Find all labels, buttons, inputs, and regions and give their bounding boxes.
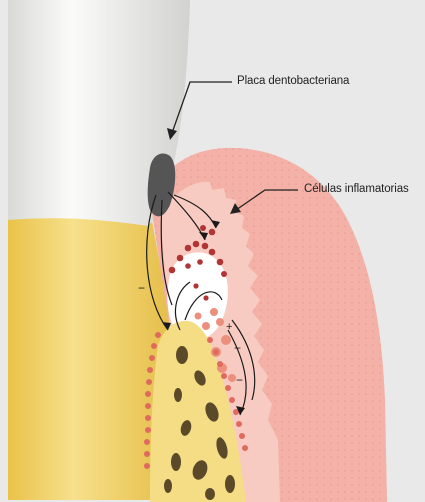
charge-minus-lower: − <box>236 373 243 387</box>
charge-minus-right: − <box>234 341 241 355</box>
charge-plus: + <box>226 321 232 333</box>
inflammatory-cells-label: Células inflamatorias <box>304 183 409 195</box>
charge-minus-left: − <box>138 281 145 295</box>
plaque-label: Placa dentobacteriana <box>237 75 349 87</box>
